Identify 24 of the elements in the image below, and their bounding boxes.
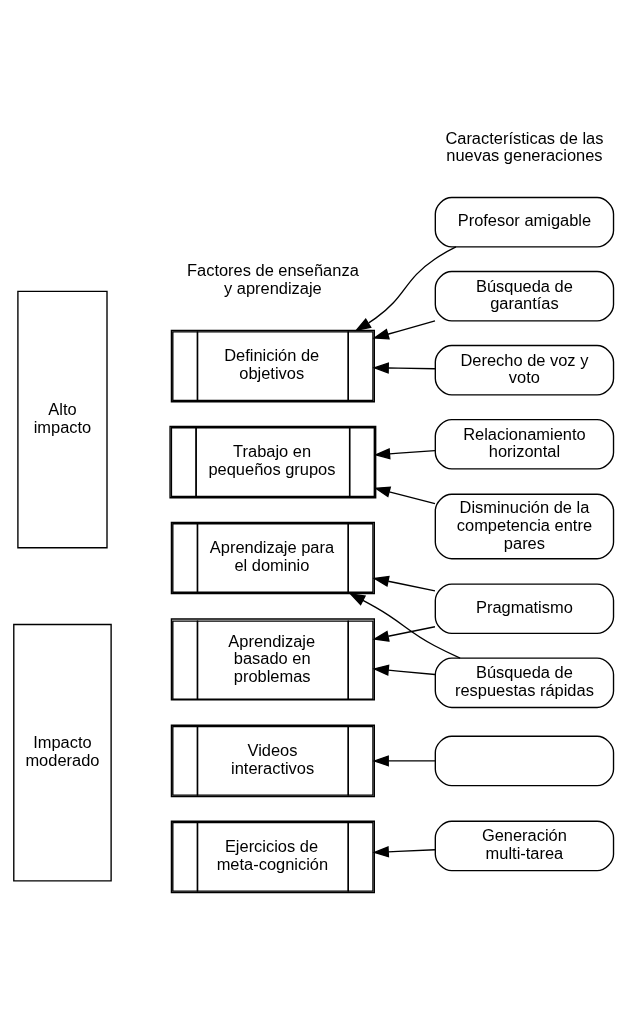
arrow (372, 664, 436, 676)
node-box: Derecho de voz y voto (434, 344, 615, 396)
arrow (372, 626, 436, 642)
arrow (372, 362, 436, 374)
node-box: Relacionamiento horizontal (434, 418, 615, 470)
arrow (354, 246, 457, 332)
node-box (434, 735, 615, 787)
node-box: Búsqueda de garantías (434, 270, 615, 322)
arrow (373, 486, 436, 505)
arrow (372, 320, 436, 340)
arrow (373, 448, 436, 460)
arrow (372, 755, 436, 767)
node-box: Profesor amigable (434, 196, 615, 248)
node-box: Alto impacto (17, 290, 108, 549)
node-box: Impacto moderado (13, 623, 112, 882)
node-box: Generación multi-tarea (434, 820, 615, 872)
arrow (372, 846, 436, 858)
arrow (372, 575, 436, 592)
node-box: Búsqueda de respuestas rápidas (434, 657, 615, 709)
label: Características de las nuevas generaciones (445, 128, 604, 165)
node-box: Pragmatismo (434, 583, 615, 635)
label: Factores de enseñanza y aprendizaje (186, 261, 359, 298)
arrow (348, 592, 461, 659)
node-box: Disminución de la competencia entre pares (434, 493, 615, 560)
